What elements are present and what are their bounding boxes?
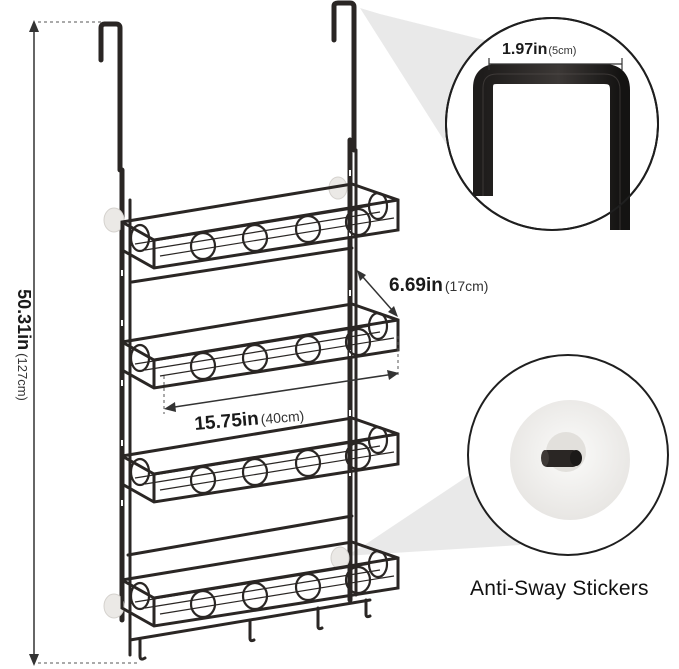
width-label: 15.75in(40cm): [194, 404, 305, 435]
bottom-hooks: [128, 598, 372, 661]
hook-mask: [440, 230, 679, 260]
hook-label-bg: [498, 38, 610, 60]
hook-circle-border: [445, 17, 659, 231]
shelf-3: [120, 416, 400, 504]
rack-sticker: [103, 176, 350, 619]
hook-width-label: 1.97in(5cm): [502, 41, 576, 58]
sticker-detail-callout: [467, 354, 669, 556]
anti-sway-stickers-label: Anti-Sway Stickers: [470, 577, 649, 600]
width-dimension-line: [163, 336, 399, 414]
height-dimension-line: [29, 20, 140, 666]
depth-label: 6.69in(17cm): [389, 275, 488, 296]
rack-frame: [98, 0, 358, 657]
shelf-1: [120, 182, 400, 270]
depth-dimension-line: [357, 270, 398, 317]
sticker-post: [542, 450, 578, 467]
height-label: 50.31in(127cm): [14, 289, 34, 401]
shelf-4: [120, 540, 400, 628]
